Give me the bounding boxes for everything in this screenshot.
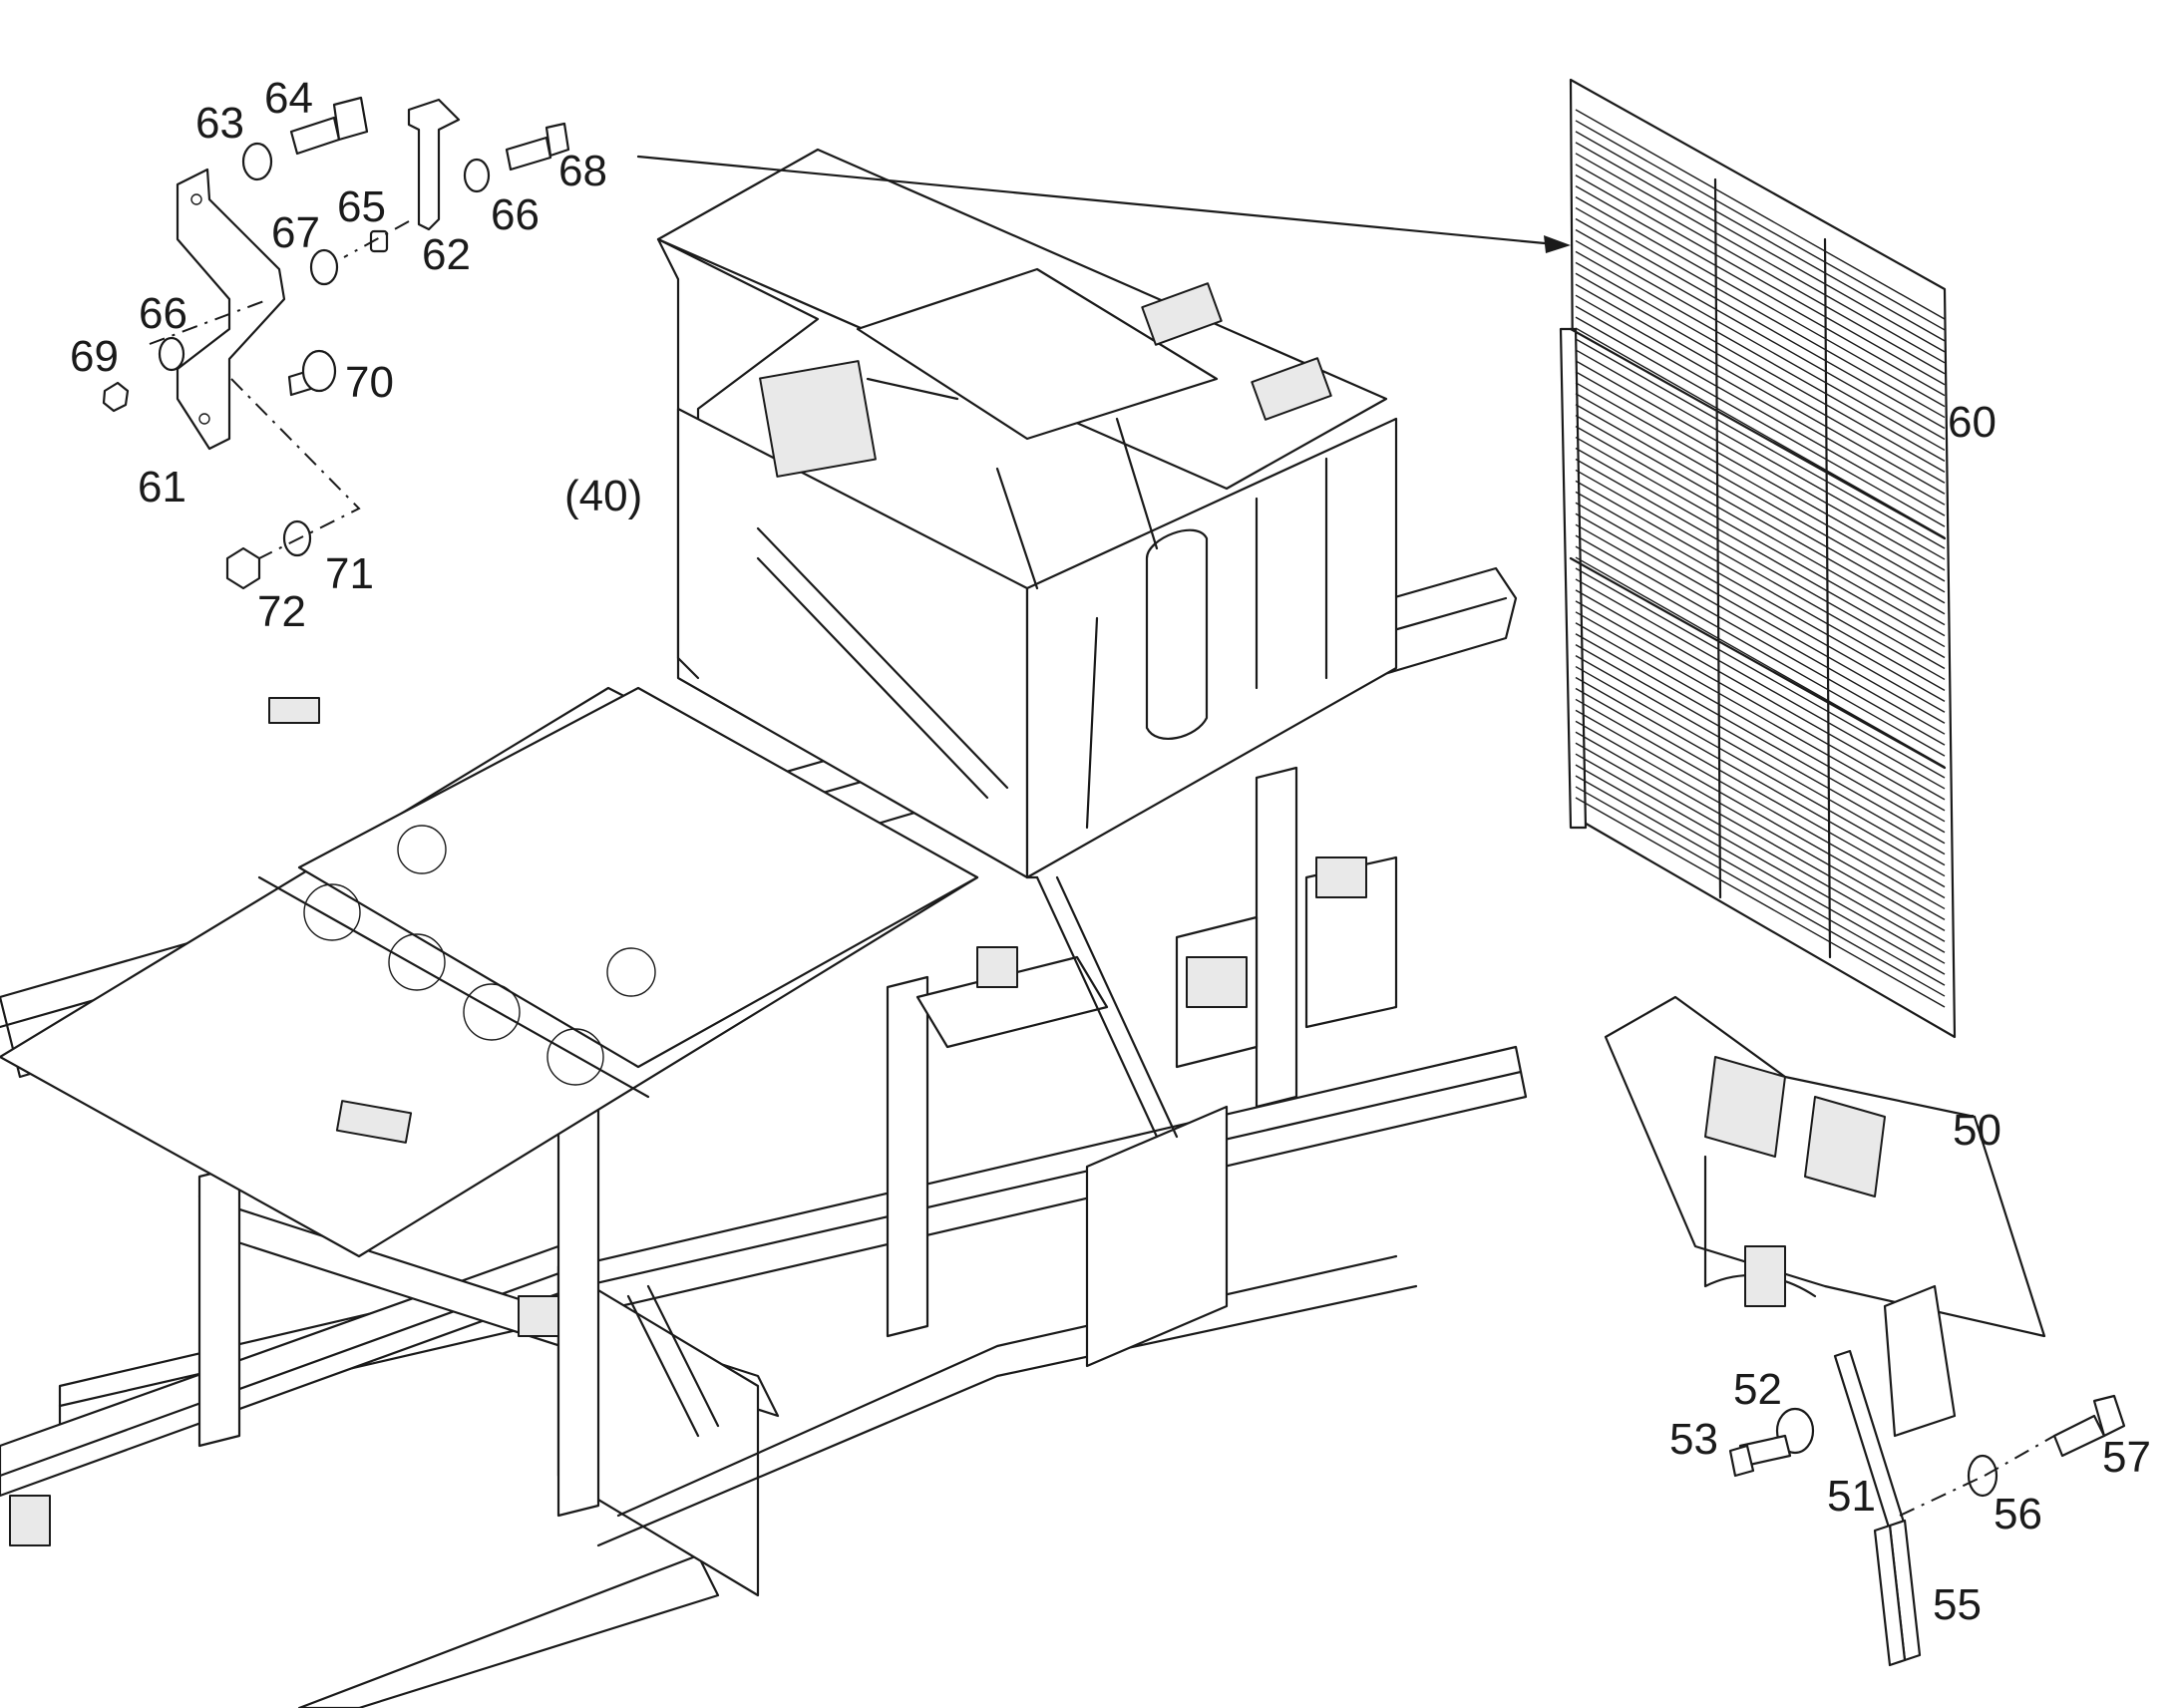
grille-slat	[1575, 665, 1946, 877]
grille-slat	[1575, 491, 1946, 702]
callout-40: (40)	[564, 472, 642, 520]
floor-plates	[0, 686, 979, 1258]
hardware-group-61-72	[102, 96, 570, 590]
grille-slat	[1575, 742, 1946, 953]
grille-slat	[1575, 523, 1946, 735]
grille-slat	[1575, 720, 1946, 931]
callout-61: 61	[138, 463, 186, 512]
grille-slat	[1575, 120, 1946, 331]
grille-slat	[1575, 622, 1946, 834]
leader-arrow	[636, 155, 1571, 253]
callout-50: 50	[1953, 1106, 2001, 1155]
grille-slat	[1575, 447, 1946, 659]
grille-slat	[1575, 458, 1946, 670]
grille-slat	[1575, 371, 1946, 582]
grille-slat	[1575, 283, 1946, 495]
grille-slat	[1575, 327, 1946, 538]
bracket-assembly-50	[1604, 995, 2046, 1438]
grille-slat	[1575, 261, 1946, 473]
grille-slat	[1575, 578, 1946, 790]
grille-slat	[1575, 753, 1946, 964]
callout-62: 62	[422, 230, 471, 279]
grille-slat	[1575, 272, 1946, 484]
grille-slat	[1575, 545, 1946, 757]
grille-slat	[1575, 316, 1946, 527]
grille-slat	[1575, 217, 1946, 430]
grille-slat	[1575, 600, 1946, 812]
callout-66a: 66	[491, 190, 540, 239]
grille-slat	[1575, 512, 1946, 724]
grille-slat	[1575, 589, 1946, 801]
hardware-group-51-57	[1728, 1349, 2126, 1667]
grille-slat	[1575, 644, 1946, 855]
grille-slat	[1575, 174, 1946, 386]
grille-slat	[1575, 382, 1946, 593]
grille-slat	[1575, 131, 1946, 342]
callout-52: 52	[1733, 1365, 1782, 1414]
callout-68: 68	[558, 147, 607, 195]
callout-51: 51	[1827, 1472, 1876, 1521]
callout-65: 65	[337, 182, 386, 231]
grille-slat	[1575, 775, 1946, 986]
grille-slat	[1575, 393, 1946, 604]
callout-66b: 66	[139, 289, 187, 338]
callout-67: 67	[271, 208, 320, 257]
grille-slat	[1575, 239, 1946, 452]
grille-slat	[1575, 426, 1946, 637]
callout-53: 53	[1669, 1415, 1718, 1464]
grille-panel-60	[1559, 78, 1957, 1039]
grille-slat	[1575, 556, 1946, 768]
grille-slat	[1575, 534, 1946, 746]
cab-assembly	[656, 148, 1398, 879]
grille-slat	[1575, 338, 1946, 549]
grille-slat	[1575, 797, 1946, 1008]
grille-slat	[1575, 764, 1946, 975]
grille-slat	[1575, 709, 1946, 920]
callout-63: 63	[195, 99, 244, 148]
grille-slats	[1575, 109, 1946, 1008]
grille-slat	[1575, 305, 1946, 516]
callout-60: 60	[1948, 398, 1997, 447]
grille-slat	[1575, 687, 1946, 899]
grille-slat	[1575, 469, 1946, 681]
grille-slat	[1575, 109, 1946, 320]
grille-slat	[1575, 731, 1946, 942]
grille-slat	[1575, 655, 1946, 866]
callout-71: 71	[325, 549, 374, 598]
callout-70: 70	[345, 358, 394, 407]
callout-57: 57	[2102, 1433, 2151, 1482]
callout-55: 55	[1933, 1580, 1982, 1629]
grille-slat	[1575, 676, 1946, 888]
callout-64: 64	[264, 74, 313, 123]
grille-slat	[1575, 698, 1946, 910]
callout-labels: (40) 50 51 52 53 55 56 57 60 61 62 63 64…	[70, 74, 2151, 1629]
grille-slat	[1575, 206, 1946, 419]
grille-slat	[1575, 404, 1946, 615]
grille-slat	[1575, 164, 1946, 375]
grille-slat	[1575, 415, 1946, 626]
grille-slat	[1575, 567, 1946, 779]
grille-slat	[1575, 502, 1946, 713]
grille-slat	[1575, 250, 1946, 462]
grille-slat	[1575, 294, 1946, 506]
callout-72: 72	[257, 587, 306, 636]
callout-69: 69	[70, 332, 119, 381]
grille-slat	[1575, 153, 1946, 364]
grille-slat	[1575, 436, 1946, 648]
grille-slat	[1575, 611, 1946, 823]
grille-slat	[1575, 196, 1946, 408]
grille-slat	[1575, 633, 1946, 845]
grille-slat	[1575, 480, 1946, 691]
grille-slat	[1575, 360, 1946, 571]
grille-slat	[1575, 228, 1946, 441]
grille-slat	[1575, 142, 1946, 353]
callout-56: 56	[1994, 1490, 2042, 1538]
grille-slat	[1575, 786, 1946, 997]
grille-slat	[1575, 349, 1946, 560]
grille-slat	[1575, 185, 1946, 397]
